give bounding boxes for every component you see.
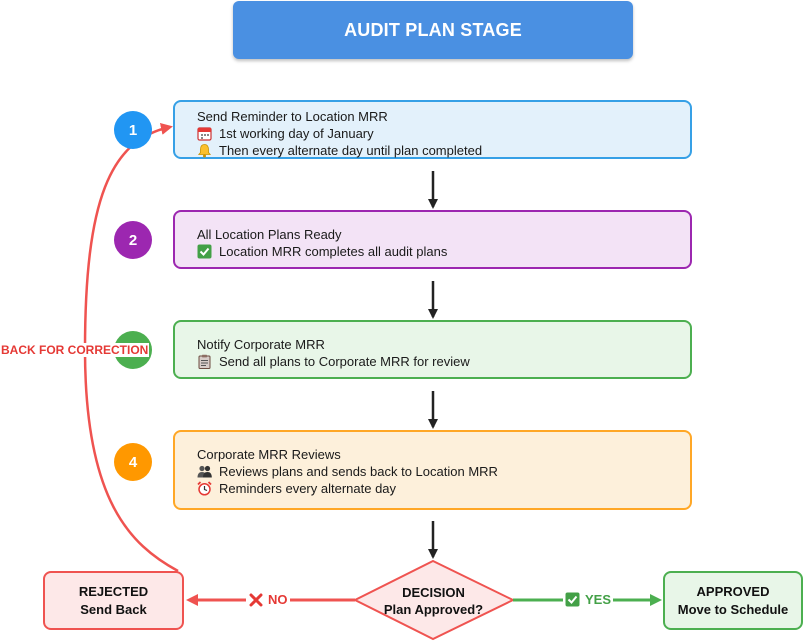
step-4-line-2: Reminders every alternate day <box>197 480 690 497</box>
step-4-badge: 4 <box>114 443 152 481</box>
back-for-correction-label: BACK FOR CORRECTION <box>0 343 150 357</box>
check-box-icon <box>197 244 212 259</box>
people-icon <box>197 464 212 479</box>
step-2-line-1-text: Location MRR completes all audit plans <box>219 244 448 259</box>
yes-label-text: YES <box>585 592 612 607</box>
step-2-title: All Location Plans Ready <box>197 227 342 242</box>
decision-subtitle: Plan Approved? <box>383 602 484 617</box>
step-4-line-1-text: Reviews plans and sends back to Location… <box>219 464 498 479</box>
rejected-title: REJECTED <box>78 583 149 599</box>
approved-subtitle: Move to Schedule <box>677 601 789 617</box>
rejected-subtitle: Send Back <box>80 601 147 617</box>
no-label-text: NO <box>268 592 288 607</box>
stage-title-bar: AUDIT PLAN STAGE <box>233 1 633 59</box>
step-3-line-1-text: Send all plans to Corporate MRR for revi… <box>219 354 470 369</box>
step-1-box: Send Reminder to Location MRR 1st workin… <box>173 100 692 159</box>
decision-title: DECISION <box>402 585 465 600</box>
step-3-box: Notify Corporate MRR Send all plans to C… <box>173 320 692 379</box>
approved-node: APPROVED Move to Schedule <box>663 571 803 630</box>
yes-edge-label: YES <box>563 592 614 607</box>
step-4-box: Corporate MRR Reviews Reviews plans and … <box>173 430 692 510</box>
clipboard-icon <box>197 354 212 369</box>
step-1-title: Send Reminder to Location MRR <box>197 109 388 124</box>
step-2-line-1: Location MRR completes all audit plans <box>197 243 690 260</box>
step-4-line-1: Reviews plans and sends back to Location… <box>197 463 690 480</box>
step-2-box: All Location Plans Ready Location MRR co… <box>173 210 692 269</box>
decision-diamond <box>352 559 516 641</box>
decision-node: DECISION Plan Approved? <box>355 584 512 618</box>
check-box-icon <box>565 592 580 607</box>
step-1-line-2-text: Then every alternate day until plan comp… <box>219 143 483 158</box>
step-4-line-2-text: Reminders every alternate day <box>219 481 397 496</box>
step-4-title: Corporate MRR Reviews <box>197 447 341 462</box>
alarm-clock-icon <box>197 481 212 496</box>
step-3-line-1: Send all plans to Corporate MRR for revi… <box>197 353 690 370</box>
step-1-badge: 1 <box>114 111 152 149</box>
bell-icon <box>197 143 212 158</box>
no-edge-label: NO <box>246 592 290 607</box>
cross-mark-icon <box>248 592 263 607</box>
approved-title: APPROVED <box>696 583 770 599</box>
step-3-title: Notify Corporate MRR <box>197 337 325 352</box>
step-1-line-1-text: 1st working day of January <box>219 126 374 141</box>
step-1-line-1: 1st working day of January <box>197 125 690 142</box>
calendar-icon <box>197 126 212 141</box>
step-2-badge: 2 <box>114 221 152 259</box>
stage-title: AUDIT PLAN STAGE <box>344 19 522 40</box>
rejected-node: REJECTED Send Back <box>43 571 184 630</box>
step-1-line-2: Then every alternate day until plan comp… <box>197 142 690 159</box>
